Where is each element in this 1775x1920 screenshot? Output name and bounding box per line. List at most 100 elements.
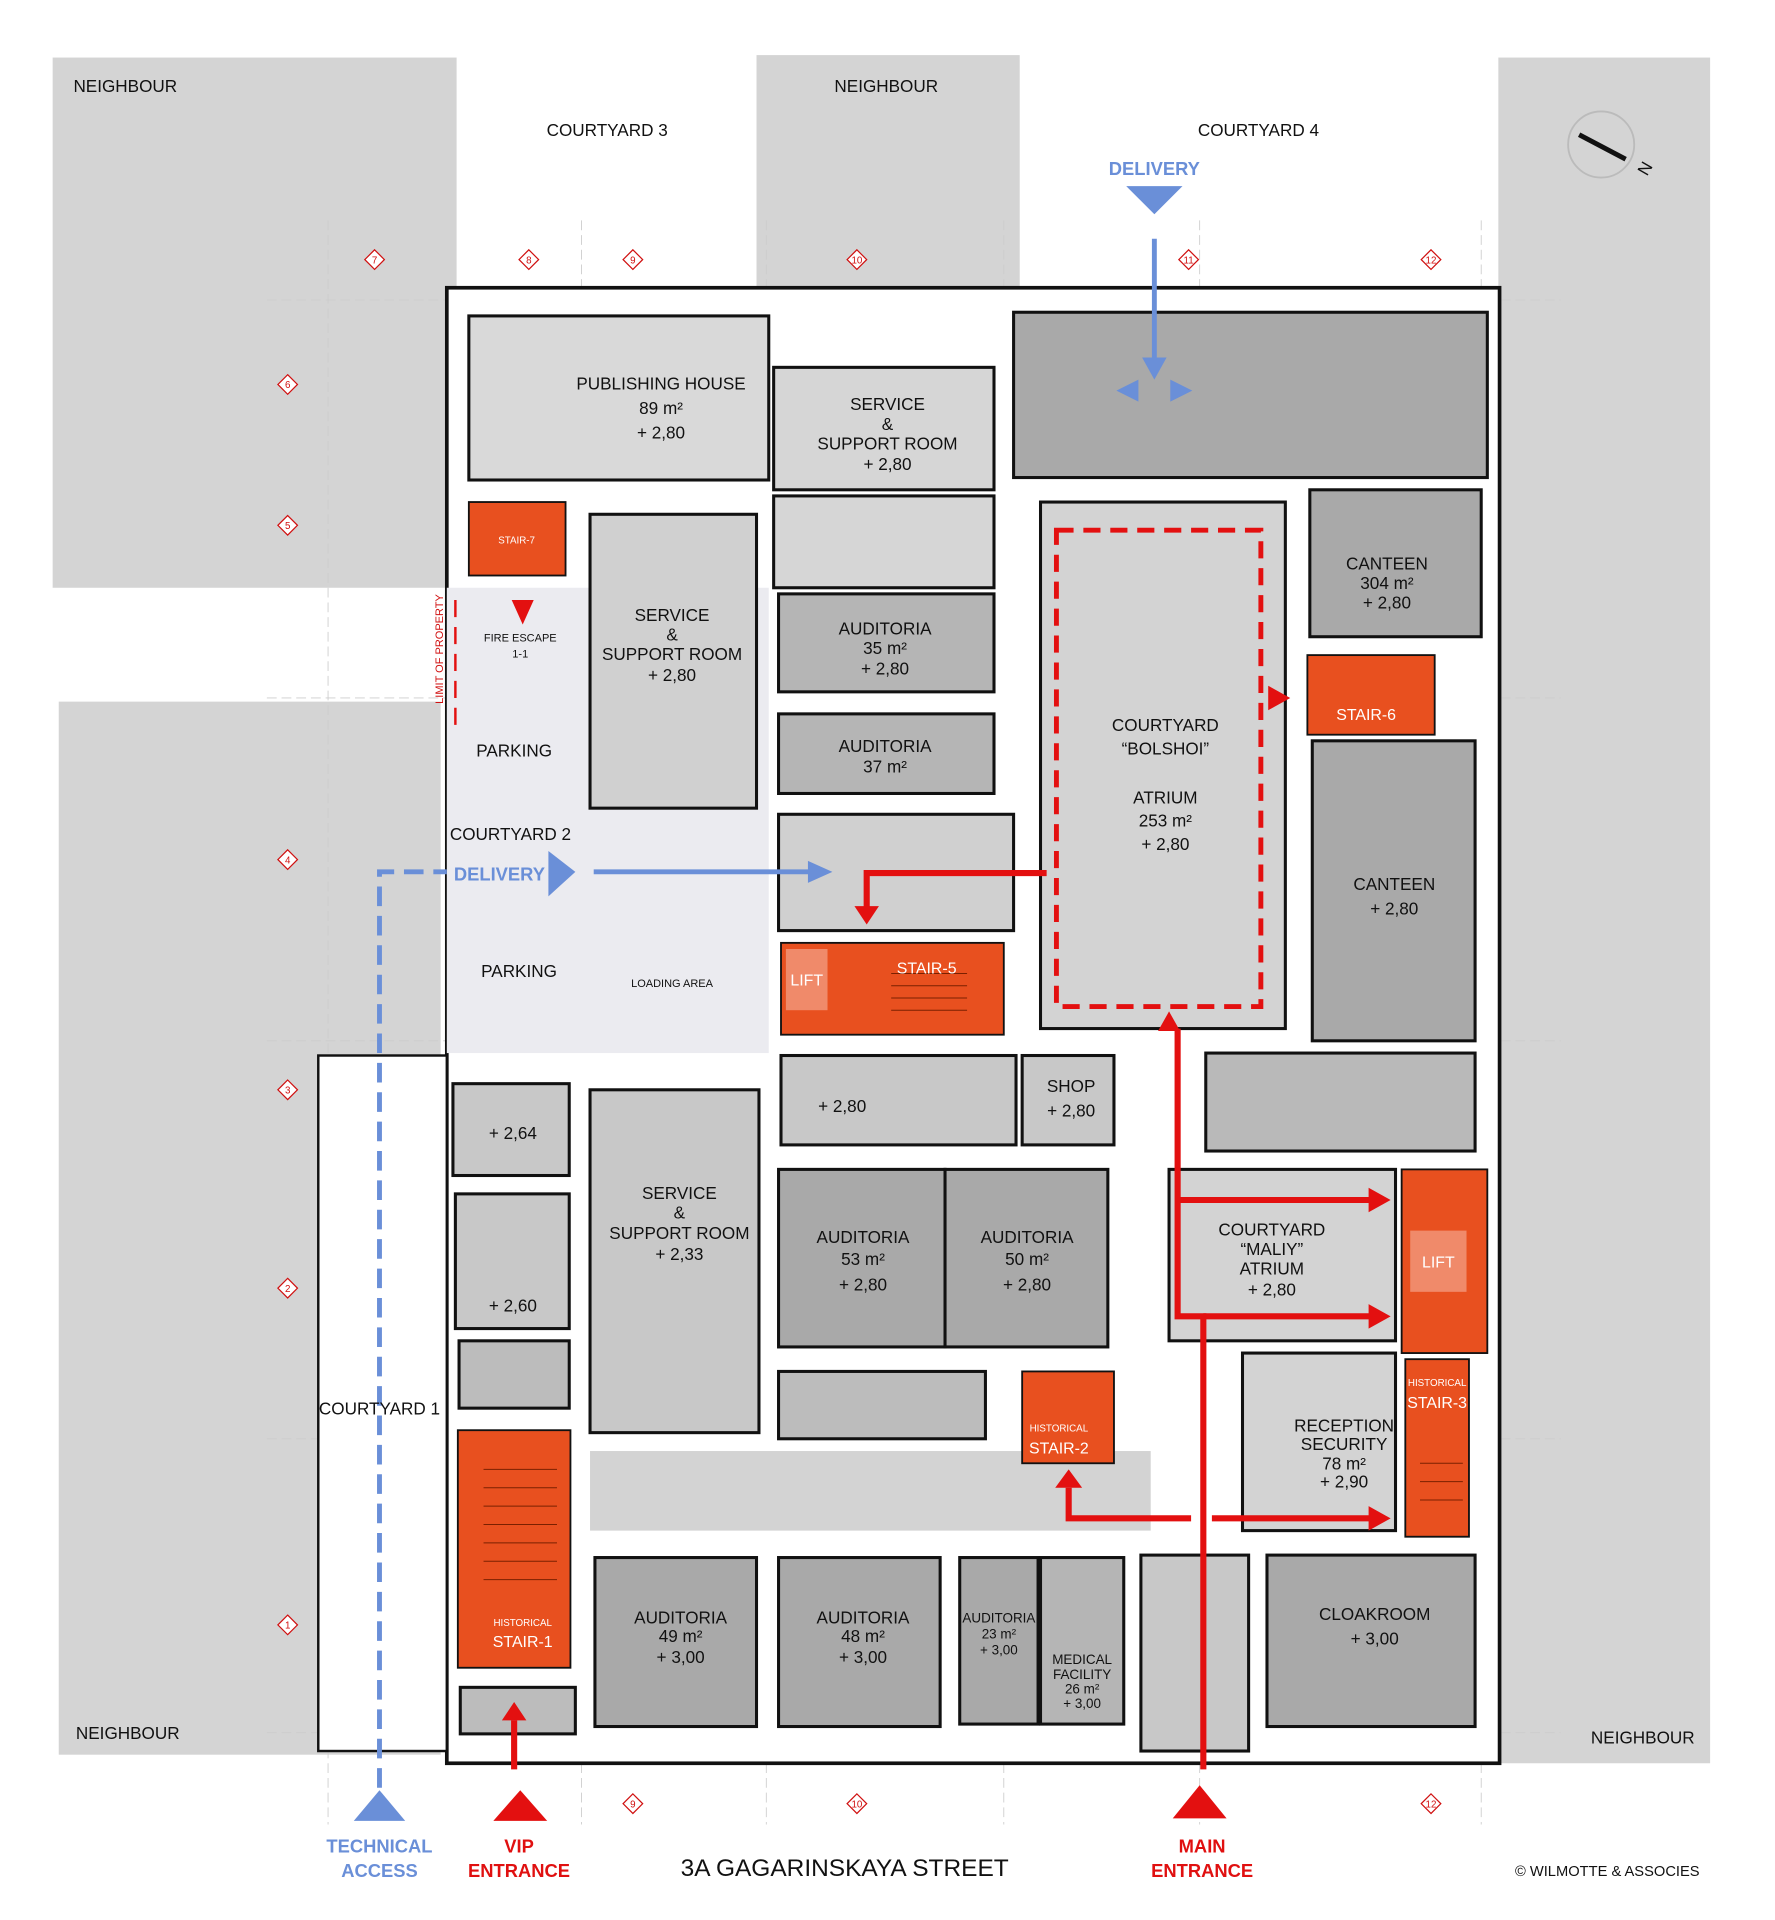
room-name: CLOAKROOM (1319, 1604, 1430, 1624)
svg-text:SUPPORT ROOM: SUPPORT ROOM (817, 433, 957, 453)
room-name: COURTYARD (1218, 1220, 1325, 1240)
room-height: + 2,80 (637, 422, 685, 442)
room-name: SHOP (1047, 1076, 1096, 1096)
room-auditoria-23 (958, 1556, 1040, 1726)
svg-text:2: 2 (285, 1284, 290, 1295)
svg-text:+ 2,80: + 2,80 (1003, 1275, 1051, 1295)
svg-text:&: & (666, 624, 678, 644)
label-courtyard-2: COURTYARD 2 (450, 824, 571, 844)
room-name: AUDITORIA (634, 1608, 727, 1628)
svg-text:35 m²: 35 m² (863, 638, 907, 658)
main-entrance-triangle-icon (1172, 1785, 1227, 1819)
room-height: + 2,64 (489, 1123, 538, 1143)
svg-text:304 m²: 304 m² (1360, 573, 1414, 593)
label-neighbour: NEIGHBOUR (76, 1723, 180, 1743)
svg-text:48 m²: 48 m² (841, 1626, 885, 1646)
svg-text:+ 2,80: + 2,80 (861, 659, 909, 679)
svg-text:&: & (674, 1202, 686, 1222)
compass-icon (1567, 110, 1636, 179)
svg-text:+ 2,80: + 2,80 (1370, 899, 1418, 919)
room-auditoria-50 (943, 1167, 1110, 1349)
grid-marker: 10 (846, 1793, 868, 1815)
delivery-top-label: DELIVERY (1109, 158, 1200, 179)
delivery-triangle-icon (548, 851, 576, 897)
stair-3-label: STAIR-3 (1407, 1395, 1467, 1412)
stair-1-label: STAIR-1 (493, 1634, 553, 1651)
svg-text:+ 2,90: + 2,90 (1320, 1472, 1368, 1492)
room-service-top-lower (772, 494, 996, 590)
room-reception (1240, 1351, 1398, 1533)
atrium-boundary (1053, 527, 1264, 1009)
svg-text:6: 6 (285, 380, 291, 391)
room-canteen-low (1310, 739, 1477, 1043)
main-entrance-label: ENTRANCE (1151, 1860, 1253, 1881)
svg-text:SECURITY: SECURITY (1301, 1434, 1388, 1454)
svg-text:SUPPORT ROOM: SUPPORT ROOM (602, 644, 742, 664)
svg-text:+ 3,00: + 3,00 (980, 1642, 1018, 1657)
grid-marker: 9 (622, 248, 644, 271)
evacuation-routes (511, 870, 1372, 1770)
stair-7 (467, 501, 567, 577)
neighbour-top-mid (756, 55, 1020, 288)
lift-3 (1410, 1230, 1467, 1292)
svg-text:ATRIUM: ATRIUM (1133, 787, 1197, 807)
room-service-low (588, 1088, 761, 1435)
grid-marker: 5 (277, 514, 299, 536)
arrow-down-icon (1142, 357, 1167, 380)
svg-text:10: 10 (851, 255, 862, 266)
label-neighbour: NEIGHBOUR (834, 76, 938, 96)
grid-marker: 10 (846, 248, 868, 271)
fire-escape-arrow-icon (511, 600, 534, 625)
label-courtyard-1: COURTYARD 1 (319, 1398, 440, 1418)
room-service-left (588, 512, 759, 810)
room-east-row (1204, 1051, 1477, 1153)
room-280 (779, 1053, 1018, 1147)
arrow-right-icon (1368, 1187, 1391, 1213)
arrow-right-icon (1268, 685, 1291, 711)
vip-entrance-triangle-icon (493, 1790, 548, 1821)
historical-label: HISTORICAL (1030, 1423, 1089, 1434)
svg-text:+ 3,00: + 3,00 (839, 1647, 887, 1667)
svg-text:12: 12 (1426, 255, 1437, 266)
technical-access-label: ACCESS (341, 1860, 418, 1881)
svg-text:12: 12 (1426, 1799, 1437, 1810)
svg-text:+ 2,80: + 2,80 (1141, 834, 1189, 854)
arrow-right-icon (807, 860, 833, 883)
svg-text:53 m²: 53 m² (841, 1249, 885, 1269)
stair-3 (1404, 1358, 1470, 1538)
label-courtyard-3: COURTYARD 3 (547, 120, 668, 140)
room-name: PUBLISHING HOUSE (576, 373, 745, 393)
grid-marker: 3 (277, 1079, 299, 1101)
room-canteen-top (1308, 488, 1483, 639)
copyright: © WILMOTTE & ASSOCIES (1515, 1864, 1700, 1880)
neighbour-top-left (52, 57, 457, 588)
stair-treads (483, 972, 1463, 1581)
vip-entrance-label: ENTRANCE (468, 1860, 570, 1881)
room-name: LOADING AREA (631, 978, 714, 990)
svg-text:+ 2,33: + 2,33 (655, 1244, 703, 1264)
historical-label: HISTORICAL (1408, 1378, 1467, 1389)
grid-marker: 1 (277, 1614, 299, 1636)
room-publishing-house (467, 314, 771, 482)
lift-5 (785, 948, 828, 1011)
grid-marker: 8 (518, 248, 540, 271)
svg-text:+ 3,00: + 3,00 (657, 1647, 705, 1667)
room-name: FIRE ESCAPE (484, 633, 557, 645)
room-cloakroom (1265, 1553, 1477, 1729)
arrow-right-icon (1368, 1506, 1391, 1531)
arrow-right-icon (1368, 1304, 1391, 1329)
svg-text:10: 10 (851, 1799, 862, 1810)
svg-text:9: 9 (630, 1799, 635, 1810)
svg-text:11: 11 (1184, 255, 1194, 266)
rooms (451, 310, 1489, 1753)
lift-label: LIFT (790, 973, 823, 990)
svg-text:4: 4 (285, 855, 291, 866)
arrow-down-icon (854, 906, 879, 925)
grid-marker: 12 (1420, 248, 1442, 271)
svg-text:+ 3,00: + 3,00 (1063, 1696, 1101, 1711)
room-main-entry (1139, 1553, 1251, 1753)
main-entrance-label: MAIN (1179, 1836, 1226, 1857)
svg-text:9: 9 (630, 255, 635, 266)
stair-7-label: STAIR-7 (498, 536, 535, 547)
